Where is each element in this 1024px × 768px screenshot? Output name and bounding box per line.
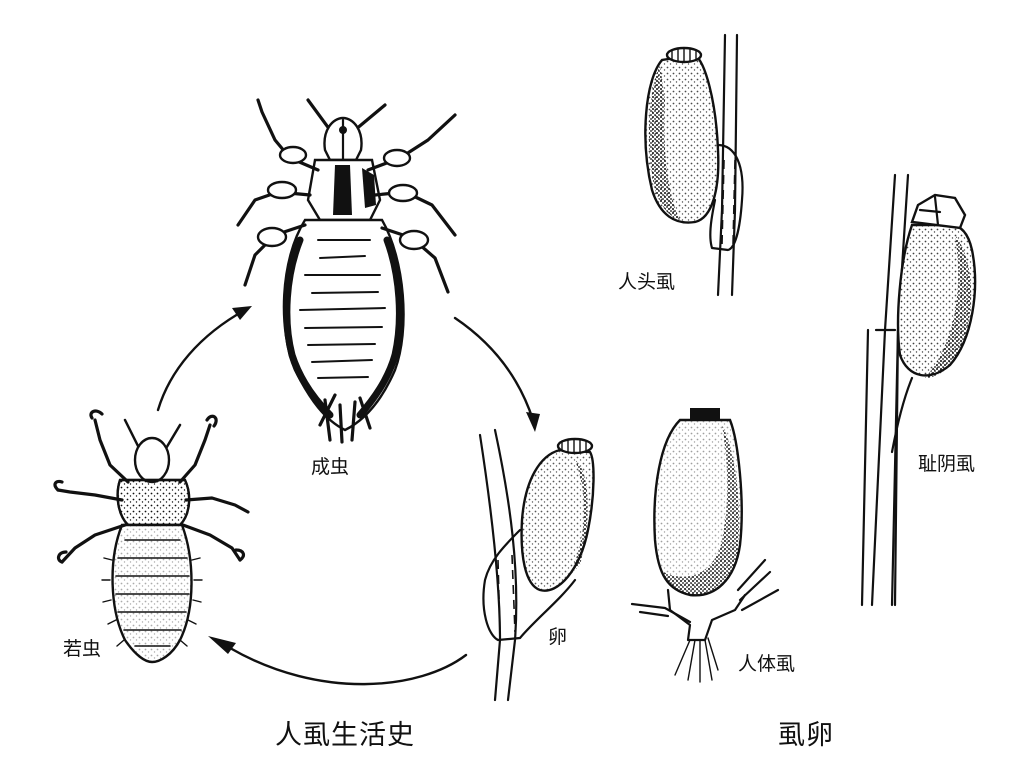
louse-eggs-caption: 虱卵	[778, 720, 834, 751]
pubic-louse-egg-drawing	[860, 173, 977, 607]
life-cycle-caption: 人虱生活史	[275, 720, 415, 751]
adult-louse-drawing	[236, 98, 457, 444]
life-cycle-egg-drawing	[478, 428, 595, 702]
nymph-louse-drawing	[53, 409, 250, 664]
body-louse-egg-label: 人体虱	[738, 653, 796, 675]
body-louse-egg-drawing	[630, 408, 780, 683]
nymph-stage-label: 若虫	[63, 638, 102, 660]
life-cycle-arrows	[156, 306, 540, 686]
adult-stage-label: 成虫	[311, 456, 350, 478]
head-louse-egg-drawing	[644, 33, 744, 297]
head-louse-egg-label: 人头虱	[618, 271, 676, 293]
pubic-louse-egg-label: 耻阴虱	[918, 453, 976, 475]
egg-stage-label: 卵	[548, 626, 568, 648]
